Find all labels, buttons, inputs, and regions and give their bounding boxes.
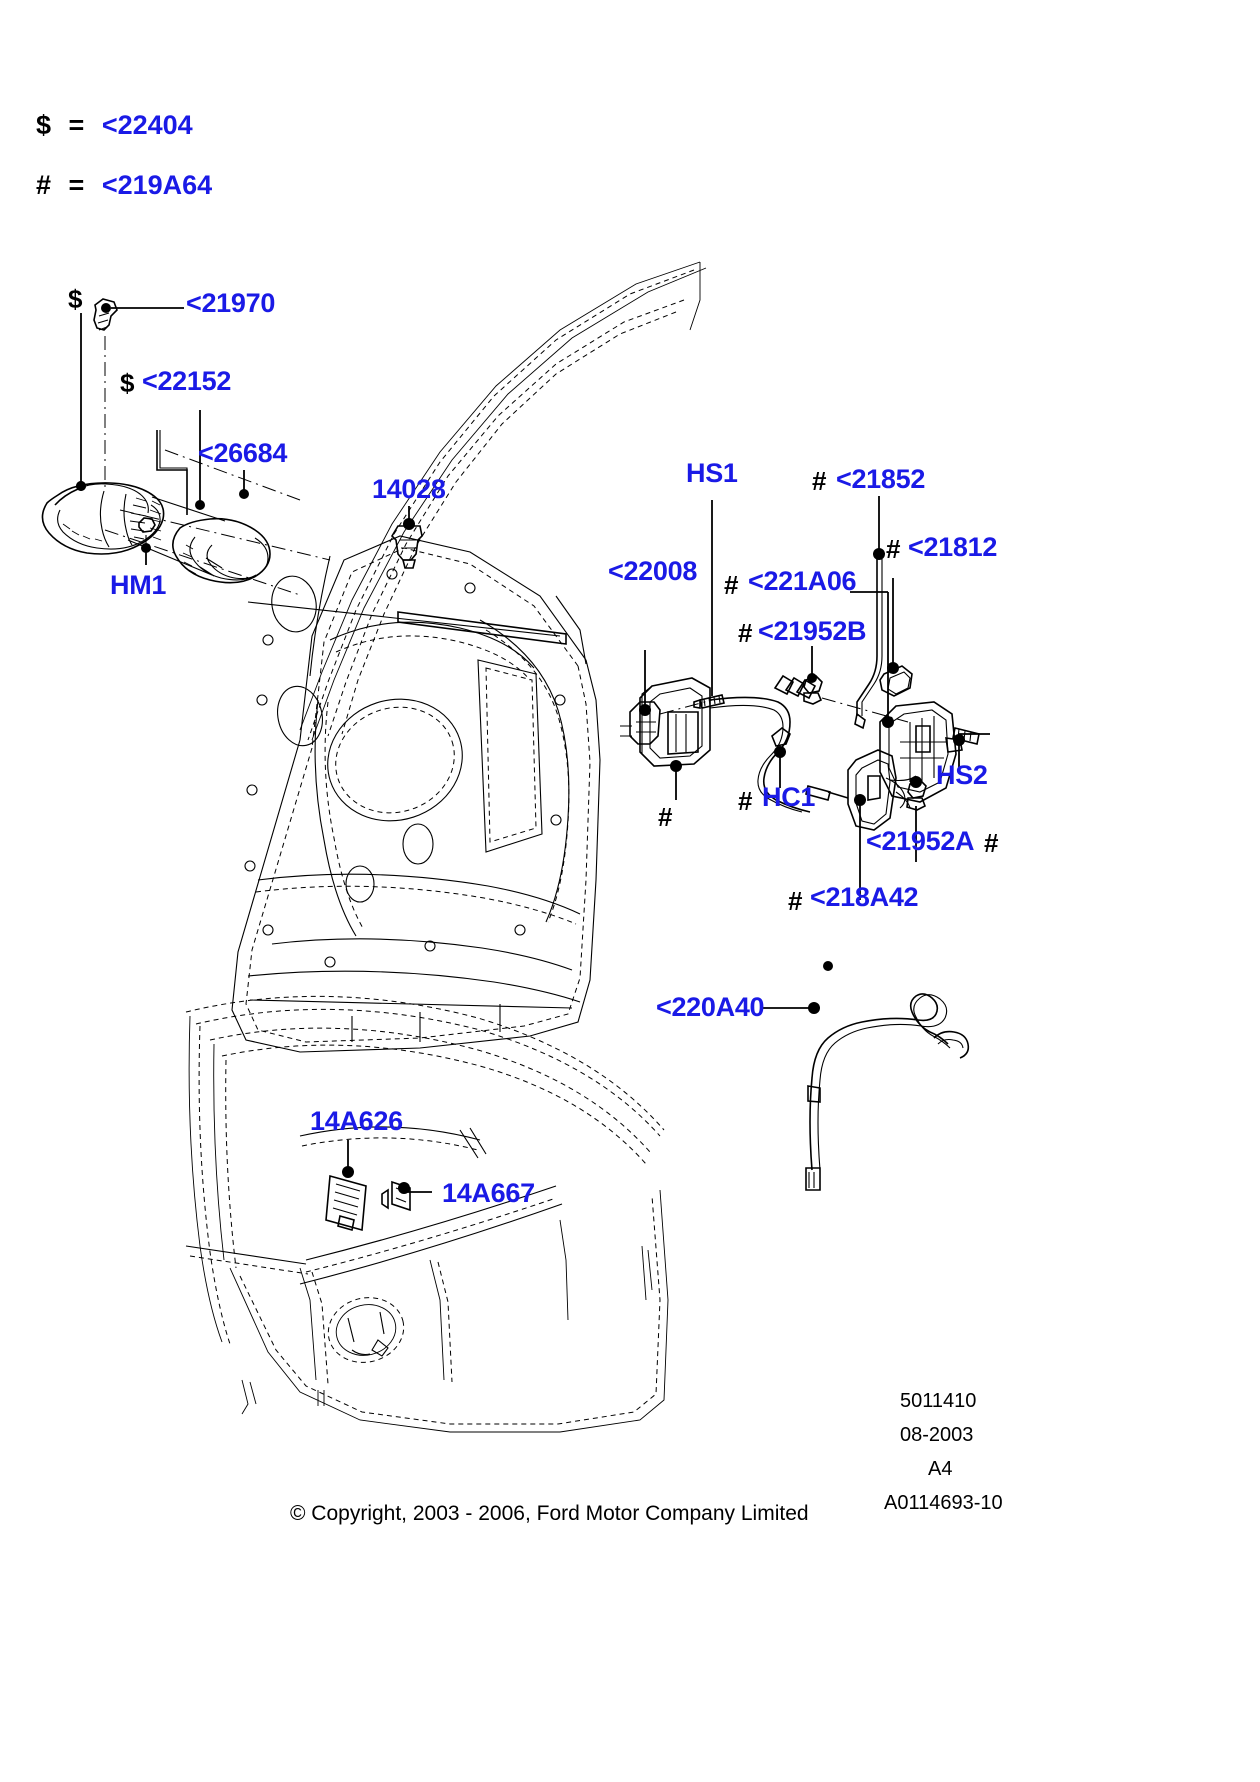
legend-equals-hash: =: [68, 170, 85, 200]
screw-HS1: [694, 500, 724, 708]
legend-key-dollar: $: [36, 110, 52, 140]
callout-221A06: <221A06: [748, 566, 857, 596]
callout-22152: <22152: [142, 366, 232, 396]
callout-14028: 14028: [372, 474, 446, 504]
symbol-hash-21812: #: [886, 534, 901, 564]
latch-actuator-218A42: [848, 750, 905, 900]
door-inner-panel: [232, 262, 706, 1052]
callout-21970: <21970: [186, 288, 276, 318]
callout-21952A: <21952A: [866, 826, 975, 856]
callout-21812: <21812: [908, 532, 998, 562]
exterior-handle-group: [42, 299, 330, 595]
footer-date: 08-2003: [900, 1424, 974, 1446]
lock-cylinder-part: [94, 299, 117, 330]
callout-22008: <22008: [608, 556, 698, 586]
callout-26684: <26684: [198, 438, 288, 468]
callout-HS1: HS1: [686, 458, 738, 488]
legend-value-22404: <22404: [101, 110, 193, 140]
door-wiring-harness-220A40: [762, 961, 968, 1190]
symbol-hash-21952B: #: [738, 618, 753, 648]
callout-14A626: 14A626: [310, 1106, 403, 1136]
door-module-sensor-14028: [392, 506, 422, 568]
legend-equals-dollar: =: [68, 110, 85, 140]
legend-value-219A64: <219A64: [101, 170, 213, 200]
callout-14A667: 14A667: [442, 1178, 535, 1208]
symbol-hash-218A42: #: [788, 886, 803, 916]
callout-HC1: HC1: [762, 782, 816, 812]
lock-rod-21852: [855, 496, 885, 728]
legend-row-hash: # = <219A64: [36, 170, 212, 201]
door-glass-assembly: [186, 996, 668, 1432]
clip-21952A: [907, 776, 926, 862]
handle-bezel: [173, 470, 270, 583]
callout-HM1: HM1: [110, 570, 167, 600]
retainer-21952B: [804, 646, 908, 722]
legend-row-dollar: $ = <22404: [36, 110, 193, 141]
door-latch-body: [880, 702, 990, 802]
footer-copyright: © Copyright, 2003 - 2006, Ford Motor Com…: [290, 1502, 809, 1525]
footer-sheet: A4: [928, 1458, 953, 1480]
window-switch-14A626: [326, 1140, 366, 1230]
symbol-dollar-22152: $: [120, 368, 135, 398]
callout-218A42: <218A42: [810, 882, 919, 912]
lock-lever-21812: [880, 578, 912, 696]
symbol-hash-HC1: #: [738, 786, 753, 816]
callout-HS2: HS2: [936, 760, 988, 790]
footer-drawing-number: 5011410: [900, 1390, 977, 1412]
symbol-hash-21952A: #: [984, 828, 999, 858]
switch-bezel-14A667: [382, 1182, 432, 1210]
legend-key-hash: #: [36, 170, 52, 200]
callout-21852: <21852: [836, 464, 926, 494]
callout-220A40: <220A40: [656, 992, 765, 1022]
symbol-hash-inner-handle: #: [658, 802, 673, 832]
symbol-dollar-handle: $: [68, 284, 83, 314]
symbol-hash-221A06: #: [724, 570, 739, 600]
latch-assembly: [640, 496, 990, 900]
callout-21952B: <21952B: [758, 616, 867, 646]
footer-reference: A0114693-10: [884, 1492, 1003, 1514]
handle-link-rod: [157, 430, 187, 515]
symbol-hash-21852: #: [812, 466, 827, 496]
